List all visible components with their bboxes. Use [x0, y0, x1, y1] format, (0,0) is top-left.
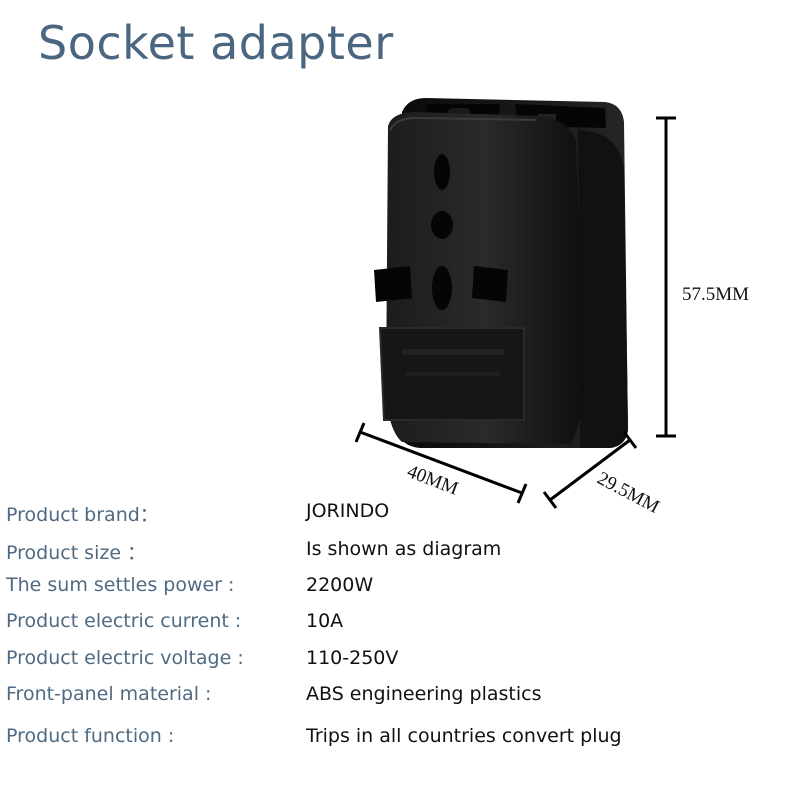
spec-value: 10A	[306, 610, 344, 632]
product-figure: 57.5MM 40MM 29.5MM	[330, 90, 800, 540]
spec-label: The sum settles power :	[6, 574, 235, 596]
spec-row-current: Product electric current : 10A	[0, 610, 800, 640]
height-label: 57.5MM	[682, 284, 749, 305]
spec-value: JORINDO	[306, 500, 390, 522]
spec-value: 2200W	[306, 574, 374, 596]
spec-label: Front-panel material :	[6, 683, 212, 705]
spec-row-voltage: Product electric voltage : 110-250V	[0, 647, 800, 677]
spec-label: Product electric current :	[6, 610, 242, 632]
spec-row-size: Product size ： Is shown as diagram	[0, 538, 800, 568]
spec-row-brand: Product brand： JORINDO	[0, 500, 800, 530]
spec-label: Product function :	[6, 725, 175, 747]
spec-value: Trips in all countries convert plug	[306, 725, 622, 747]
spec-label: Product size ：	[6, 542, 147, 564]
adapter-diagram: 57.5MM 40MM 29.5MM	[354, 98, 749, 518]
spec-value: 110-250V	[306, 647, 399, 669]
page-title: Socket adapter	[38, 16, 394, 70]
spec-row-material: Front-panel material : ABS engineering p…	[0, 683, 800, 713]
spec-label: Product brand：	[6, 504, 159, 526]
spec-row-function: Product function : Trips in all countrie…	[0, 725, 800, 755]
spec-label: Product electric voltage :	[6, 647, 244, 669]
height-dimension: 57.5MM	[656, 116, 749, 438]
adapter-body	[374, 98, 628, 448]
spec-value: ABS engineering plastics	[306, 683, 542, 705]
spec-value: Is shown as diagram	[306, 538, 502, 560]
spec-row-power: The sum settles power : 2200W	[0, 574, 800, 604]
